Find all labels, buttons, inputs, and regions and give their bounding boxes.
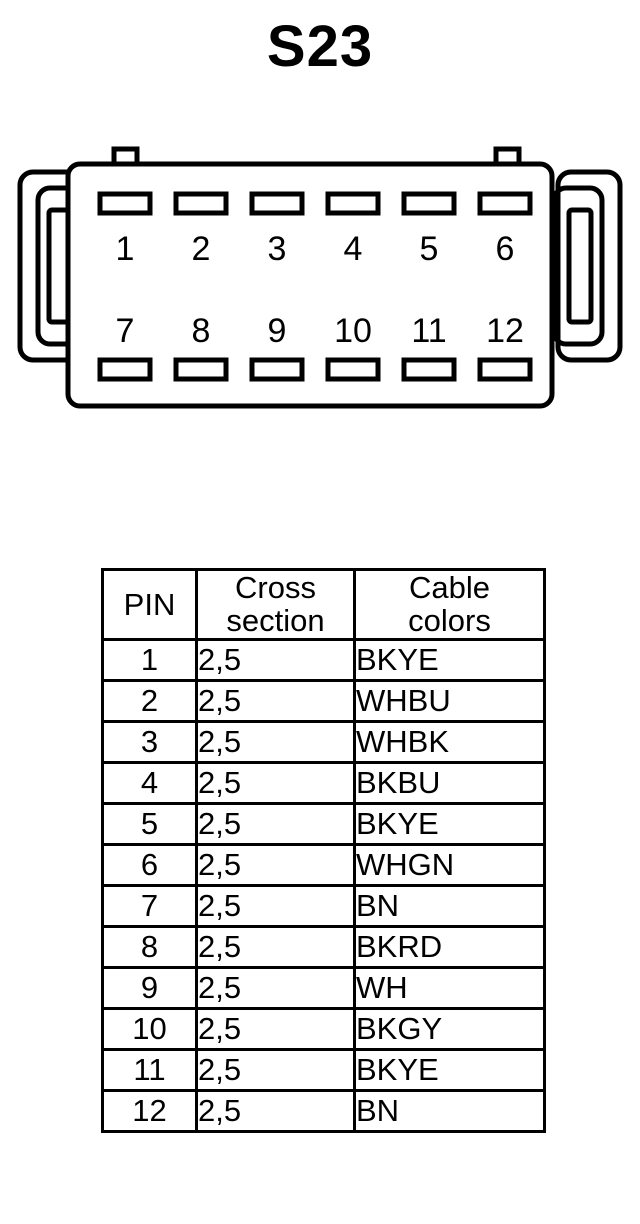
cell-pin: 11	[101, 1047, 198, 1092]
cell-cross-section: 2,5	[195, 1088, 356, 1133]
cell-cross-section: 2,5	[195, 801, 356, 846]
terminal-slot-8	[173, 357, 229, 382]
column-header-cross-section-line1: Cross	[235, 570, 316, 605]
pin-label-4: 4	[344, 230, 363, 268]
terminal-slot-10	[325, 357, 381, 382]
pin-label-2: 2	[192, 230, 211, 268]
cell-pin: 3	[101, 719, 198, 764]
terminal-slot-12	[477, 357, 533, 382]
cell-cable-color: BKRD	[353, 924, 546, 969]
cell-cross-section: 2,5	[195, 678, 356, 723]
cell-cable-color: WHBU	[353, 678, 546, 723]
pin-label-8: 8	[192, 312, 211, 350]
terminal-slot-5	[401, 191, 457, 216]
terminal-slot-11	[401, 357, 457, 382]
cell-cross-section: 2,5	[195, 965, 356, 1010]
cell-cable-color: BKGY	[353, 1006, 546, 1051]
column-header-cross-section: Cross section	[195, 568, 356, 641]
pin-label-12: 12	[486, 312, 524, 350]
column-header-cable-colors-line1: Cable	[409, 570, 490, 605]
cell-cable-color: BKYE	[353, 801, 546, 846]
cell-pin: 2	[101, 678, 198, 723]
top-tab-right	[493, 146, 522, 165]
terminal-slot-6	[477, 191, 533, 216]
connector-diagram: 1 2 3 4 5 6 7 8 9 10 11 12	[0, 132, 640, 422]
cell-cable-color: WH	[353, 965, 546, 1010]
cell-pin: 4	[101, 760, 198, 805]
column-header-cross-section-line2: section	[226, 603, 325, 639]
cell-pin: 10	[101, 1006, 198, 1051]
cell-pin: 7	[101, 883, 198, 928]
terminal-slot-1	[97, 191, 153, 216]
connector-body	[65, 161, 555, 409]
cell-cross-section: 2,5	[195, 1047, 356, 1092]
cell-cable-color: WHBK	[353, 719, 546, 764]
terminal-slot-9	[249, 357, 305, 382]
cell-cable-color: BKYE	[353, 637, 546, 682]
top-tab-left	[111, 146, 140, 165]
cell-cross-section: 2,5	[195, 924, 356, 969]
pin-label-10: 10	[334, 312, 372, 350]
pin-label-9: 9	[268, 312, 287, 350]
pin-label-11: 11	[411, 312, 446, 350]
cell-cross-section: 2,5	[195, 1006, 356, 1051]
cell-pin: 12	[101, 1088, 198, 1133]
cell-pin: 9	[101, 965, 198, 1010]
cell-pin: 8	[101, 924, 198, 969]
cell-cross-section: 2,5	[195, 637, 356, 682]
cell-cable-color: BN	[353, 1088, 546, 1133]
pin-label-3: 3	[268, 230, 287, 268]
table-header-row: PIN Cross section Cable colors	[101, 568, 546, 641]
table-header: PIN Cross section Cable colors	[101, 568, 546, 641]
page-title: S23	[266, 14, 374, 79]
pin-label-6: 6	[496, 230, 515, 268]
cell-pin: 1	[101, 637, 198, 682]
terminal-slot-3	[249, 191, 305, 216]
right-wing-slot	[566, 207, 594, 325]
right-wing-outer	[555, 169, 623, 363]
terminal-slot-7	[97, 357, 153, 382]
cell-cross-section: 2,5	[195, 719, 356, 764]
cell-cable-color: WHGN	[353, 842, 546, 887]
pin-label-1: 1	[116, 230, 135, 268]
column-header-cable-colors-line2: colors	[408, 603, 491, 639]
column-header-pin: PIN	[101, 568, 198, 641]
cell-cable-color: BKBU	[353, 760, 546, 805]
cell-cable-color: BN	[353, 883, 546, 928]
terminal-slot-4	[325, 191, 381, 216]
cell-cross-section: 2,5	[195, 883, 356, 928]
cell-cross-section: 2,5	[195, 842, 356, 887]
cell-cable-color: BKYE	[353, 1047, 546, 1092]
connector-svg: 1 2 3 4 5 6 7 8 9 10 11 12	[17, 146, 623, 409]
terminal-slot-2	[173, 191, 229, 216]
column-header-cable-colors: Cable colors	[353, 568, 546, 641]
pin-label-7: 7	[116, 312, 135, 350]
pin-label-5: 5	[420, 230, 439, 268]
column-header-pin-label: PIN	[123, 586, 176, 622]
cell-pin: 5	[101, 801, 198, 846]
cell-cross-section: 2,5	[195, 760, 356, 805]
cell-pin: 6	[101, 842, 198, 887]
